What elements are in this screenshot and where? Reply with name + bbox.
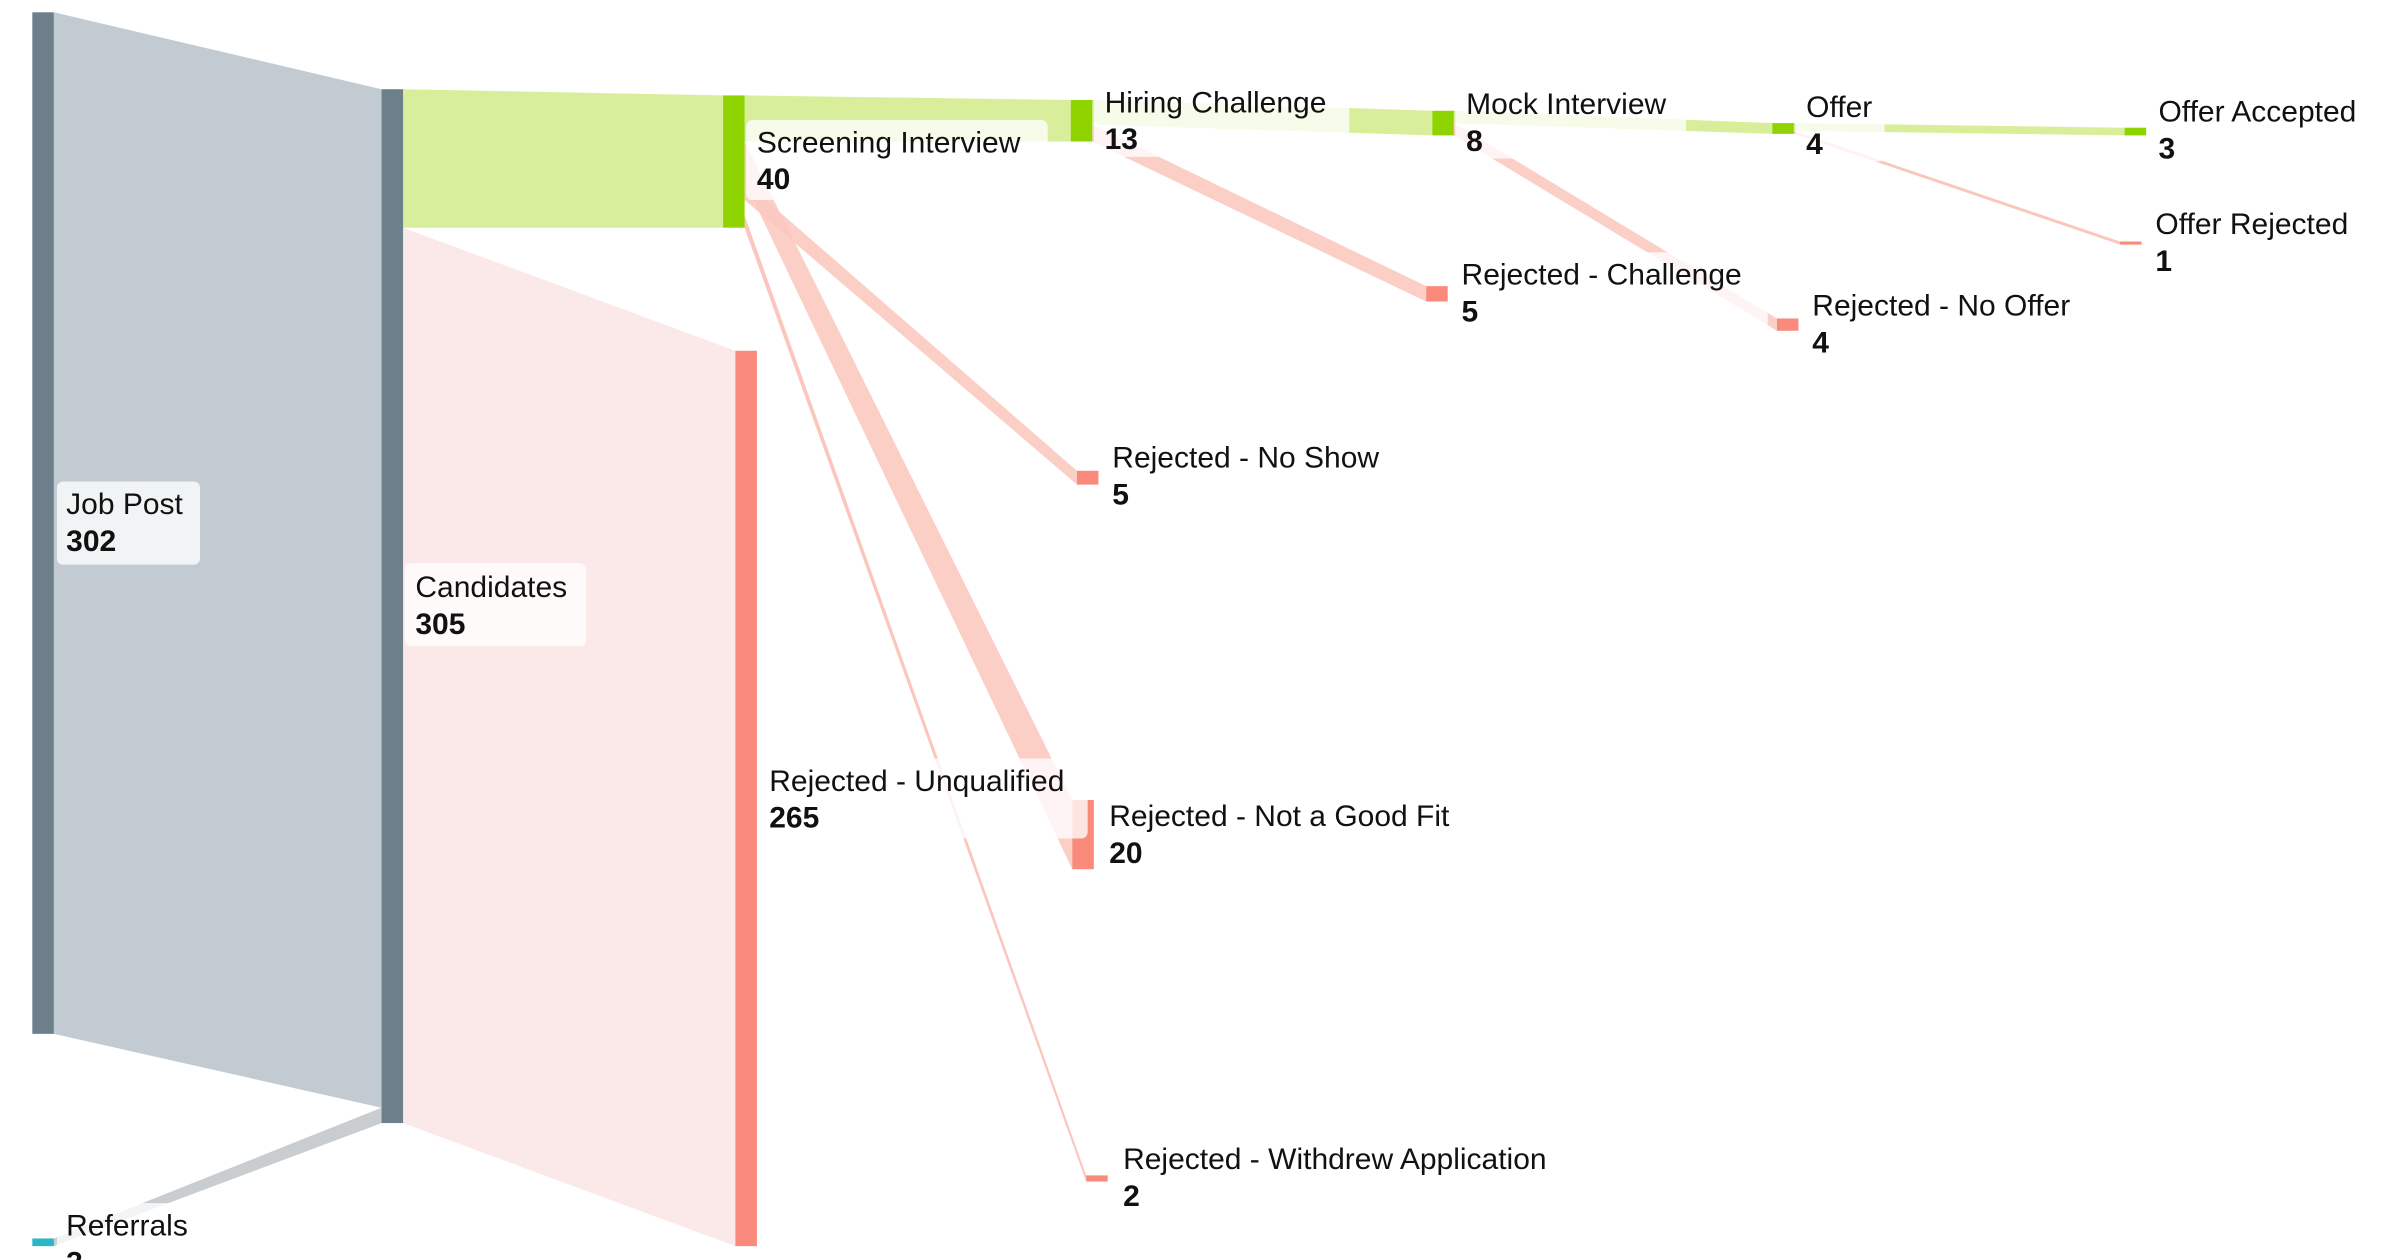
node-value-offer: 4	[1806, 128, 1823, 161]
label-background-candidates	[404, 563, 587, 647]
label-background-screening-interview	[746, 120, 1048, 200]
node-value-job-post: 302	[66, 525, 116, 558]
node-label-rejected-unqualified: Rejected - Unqualified	[769, 765, 1064, 798]
node-value-mock-interview: 8	[1466, 125, 1483, 158]
node-candidates[interactable]	[381, 89, 404, 1124]
node-job-post[interactable]	[32, 12, 54, 1034]
label-background-offer	[1795, 84, 1885, 162]
node-label-screening-interview: Screening Interview	[757, 126, 1021, 159]
link-hiring-challenge-to-rejected-challenge[interactable]	[1092, 124, 1427, 302]
node-value-rejected-no-offer: 4	[1812, 326, 1829, 359]
node-label-offer-accepted: Offer Accepted	[2158, 96, 2356, 129]
node-label-rejected-not-a-good-fit: Rejected - Not a Good Fit	[1109, 800, 1450, 833]
node-value-rejected-unqualified: 265	[769, 802, 819, 835]
node-value-rejected-no-show: 5	[1112, 479, 1129, 512]
node-mock-interview[interactable]	[1432, 110, 1454, 136]
node-screening-interview[interactable]	[723, 95, 745, 228]
node-value-offer-accepted: 3	[2158, 132, 2175, 165]
link-screening-interview-to-rejected-no-show[interactable]	[744, 181, 1077, 485]
node-rejected-challenge[interactable]	[1426, 286, 1448, 302]
label-background-rejected-no-show	[1101, 435, 1404, 516]
label-background-rejected-no-offer	[1801, 283, 2097, 364]
node-label-hiring-challenge: Hiring Challenge	[1105, 86, 1327, 119]
node-rejected-no-offer[interactable]	[1776, 318, 1799, 331]
node-rejected-no-show[interactable]	[1076, 470, 1099, 485]
node-label-rejected-challenge: Rejected - Challenge	[1462, 259, 1742, 292]
link-candidates-to-rejected-unqualified[interactable]	[403, 227, 736, 1247]
node-label-rejected-withdrew-application: Rejected - Withdrew Application	[1123, 1143, 1547, 1176]
link-job-post-to-candidates[interactable]	[53, 12, 382, 1108]
node-offer[interactable]	[1772, 123, 1794, 134]
node-label-mock-interview: Mock Interview	[1466, 88, 1666, 121]
node-value-rejected-withdrew-application: 2	[1123, 1180, 1140, 1213]
node-value-screening-interview: 40	[757, 163, 790, 196]
node-value-candidates: 305	[415, 608, 465, 641]
link-screening-interview-to-rejected-withdrew-application[interactable]	[744, 215, 1087, 1182]
label-background-rejected-not-a-good-fit	[1098, 793, 1480, 874]
node-label-rejected-no-offer: Rejected - No Offer	[1812, 289, 2070, 322]
node-value-hiring-challenge: 13	[1105, 123, 1138, 156]
links-layer	[53, 12, 2125, 1247]
node-label-offer: Offer	[1806, 91, 1872, 124]
node-label-offer-rejected: Offer Rejected	[2155, 208, 2348, 241]
label-background-offer-rejected	[2144, 201, 2367, 282]
labels-layer: Job Post302Referrals3Candidates305Screen…	[56, 80, 2376, 1260]
node-value-offer-rejected: 1	[2155, 245, 2172, 278]
node-referrals[interactable]	[32, 1238, 54, 1247]
node-value-rejected-challenge: 5	[1462, 296, 1479, 329]
label-background-referrals	[56, 1203, 196, 1260]
node-label-referrals: Referrals	[66, 1209, 188, 1242]
node-value-rejected-not-a-good-fit: 20	[1109, 837, 1142, 870]
node-hiring-challenge[interactable]	[1070, 100, 1093, 142]
label-background-rejected-unqualified	[758, 758, 1088, 839]
link-candidates-to-screening-interview[interactable]	[403, 89, 724, 228]
label-background-job-post	[56, 481, 200, 565]
node-label-candidates: Candidates	[415, 571, 567, 604]
label-background-rejected-withdrew-application	[1112, 1136, 1584, 1217]
label-background-mock-interview	[1455, 81, 1687, 159]
node-label-job-post: Job Post	[66, 488, 183, 521]
node-rejected-unqualified[interactable]	[735, 350, 757, 1247]
node-rejected-withdrew-application[interactable]	[1086, 1175, 1108, 1182]
node-offer-rejected[interactable]	[2120, 241, 2142, 245]
node-offer-accepted[interactable]	[2124, 127, 2147, 136]
label-background-rejected-challenge	[1450, 252, 1768, 333]
link-screening-interview-to-rejected-not-a-good-fit[interactable]	[744, 141, 1073, 870]
node-label-rejected-no-show: Rejected - No Show	[1112, 442, 1379, 475]
label-background-hiring-challenge	[1093, 80, 1350, 157]
label-background-offer-accepted	[2147, 89, 2376, 167]
node-value-referrals: 3	[66, 1246, 83, 1260]
